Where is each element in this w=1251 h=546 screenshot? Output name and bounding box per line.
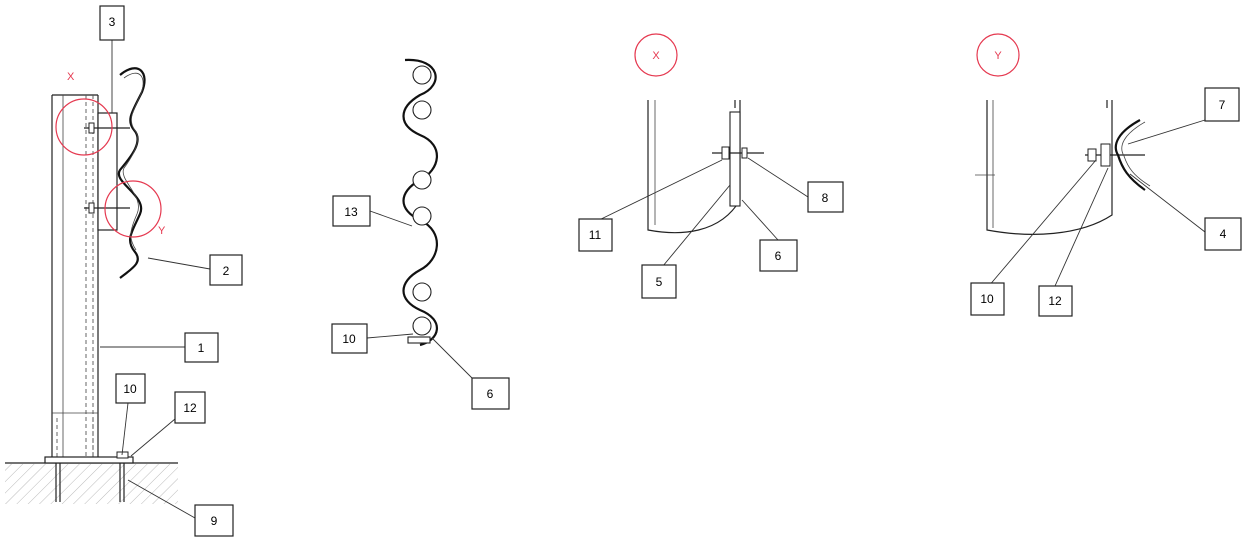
callout-4: 4 bbox=[1204, 217, 1242, 251]
svg-text:3: 3 bbox=[109, 15, 116, 29]
detail-x-marker-label: X bbox=[652, 50, 660, 62]
svg-text:7: 7 bbox=[1219, 98, 1226, 112]
callout-7: 7 bbox=[1204, 87, 1240, 122]
detail-y-marker bbox=[976, 33, 1020, 77]
callout-12-y: 12 bbox=[1038, 285, 1073, 317]
w-beam-rail bbox=[117, 67, 146, 279]
bolts bbox=[84, 122, 130, 214]
svg-text:8: 8 bbox=[822, 191, 829, 205]
svg-text:1: 1 bbox=[198, 341, 205, 355]
rail-bolt-heads bbox=[407, 65, 432, 344]
svg-text:9: 9 bbox=[211, 514, 218, 528]
callout-8: 8 bbox=[807, 181, 844, 213]
callout-13: 13 bbox=[332, 195, 371, 227]
detail-y-view: Y 7 4 10 12 bbox=[970, 33, 1242, 317]
svg-text:11: 11 bbox=[589, 228, 602, 242]
svg-text:2: 2 bbox=[223, 264, 230, 278]
svg-text:12: 12 bbox=[183, 401, 197, 415]
svg-text:13: 13 bbox=[344, 205, 358, 219]
detail-x-circle bbox=[55, 98, 113, 156]
callout-9: 9 bbox=[194, 504, 234, 537]
svg-text:6: 6 bbox=[487, 387, 494, 401]
svg-text:10: 10 bbox=[980, 292, 994, 306]
ground-hatch bbox=[5, 464, 178, 504]
post bbox=[51, 94, 99, 460]
post-side-elevation: X Y 3 2 1 10 12 9 bbox=[5, 5, 243, 537]
detail-x-marker bbox=[634, 33, 678, 77]
callout-10-rail: 10 bbox=[331, 323, 368, 354]
svg-text:5: 5 bbox=[656, 275, 663, 289]
svg-text:10: 10 bbox=[123, 382, 137, 396]
x-spacer-plate bbox=[729, 111, 741, 207]
callout-10-y: 10 bbox=[970, 282, 1005, 316]
detail-y-label: Y bbox=[158, 225, 166, 237]
callout-6-rail: 6 bbox=[471, 377, 510, 410]
callout-6-x: 6 bbox=[759, 239, 798, 272]
rail-section-view: 13 10 6 bbox=[331, 58, 510, 410]
detail-x-view: X 11 8 5 6 bbox=[578, 33, 844, 299]
rail-profile bbox=[402, 58, 438, 347]
detail-x-label: X bbox=[67, 71, 75, 83]
detail-y-circle bbox=[104, 180, 162, 238]
callout-12-post: 12 bbox=[174, 391, 206, 424]
svg-text:6: 6 bbox=[775, 249, 782, 263]
svg-text:12: 12 bbox=[1048, 294, 1062, 308]
callout-11: 11 bbox=[578, 218, 613, 252]
callout-1: 1 bbox=[184, 332, 219, 363]
svg-text:4: 4 bbox=[1220, 227, 1227, 241]
detail-y-marker-label: Y bbox=[994, 50, 1002, 62]
callout-5: 5 bbox=[641, 264, 677, 299]
callout-2: 2 bbox=[209, 254, 243, 286]
callout-3: 3 bbox=[99, 5, 125, 41]
callout-10-post: 10 bbox=[115, 373, 146, 404]
base-plate bbox=[44, 451, 134, 502]
spacer-block bbox=[97, 112, 118, 231]
svg-text:10: 10 bbox=[342, 332, 356, 346]
